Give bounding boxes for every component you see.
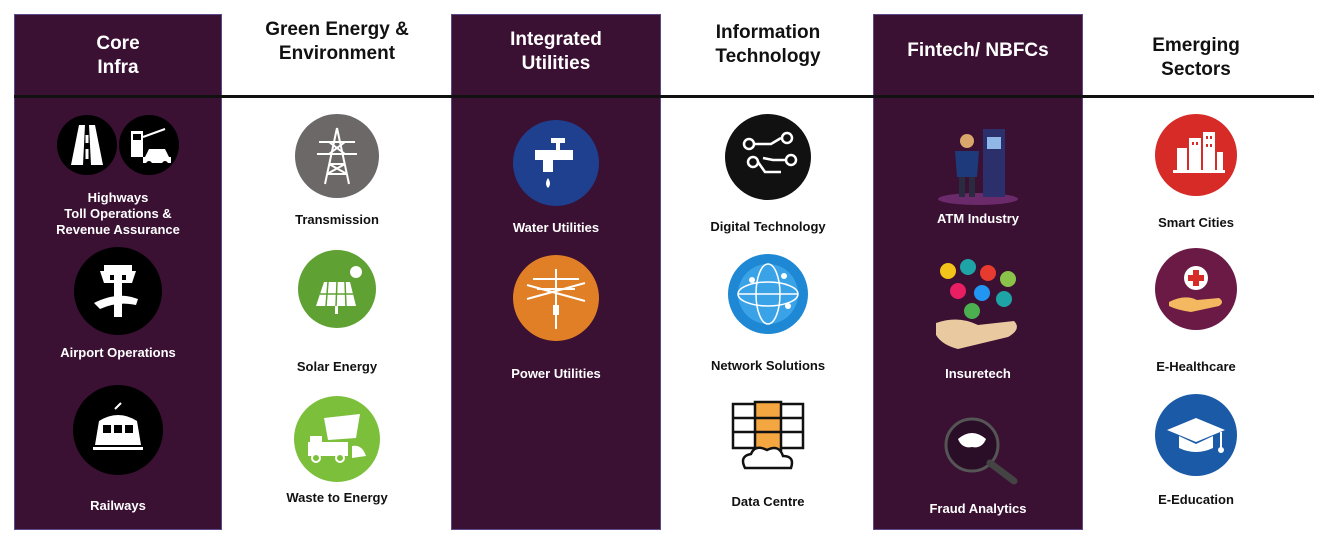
highway-toll-item	[15, 115, 221, 175]
airport-item	[15, 247, 221, 335]
globe-network-icon	[728, 254, 808, 334]
transmission-label: Transmission	[295, 212, 379, 227]
ehealthcare-item	[1090, 248, 1302, 330]
smartcities-label: Smart Cities	[1158, 215, 1234, 230]
transmission-item	[230, 114, 444, 198]
power-pole-icon	[513, 255, 599, 341]
solar-label: Solar Energy	[296, 359, 378, 374]
waste-item	[230, 396, 444, 482]
city-icon	[1155, 114, 1237, 196]
column-header: Integrated Utilities	[510, 29, 602, 74]
insuretech-item	[874, 259, 1082, 355]
server-cloud-icon	[725, 394, 811, 480]
highway-toll-label: Highways Toll Operations & Revenue Assur…	[56, 190, 180, 237]
water-item	[452, 120, 660, 206]
atm-icon	[933, 121, 1023, 207]
network-item	[668, 254, 868, 334]
circuit-icon	[725, 114, 811, 200]
column-header: Core Infra	[96, 33, 140, 78]
highway-icon	[57, 115, 117, 175]
waste-label: Waste to Energy	[286, 490, 388, 505]
atm-item	[874, 121, 1082, 207]
column-information-technology: Information Technology Digital Technolog…	[668, 14, 868, 530]
column-emerging-sectors: Emerging Sectors Smart Cities E-Healthca…	[1090, 14, 1302, 530]
header-divider-line	[14, 95, 1314, 98]
airport-icon	[74, 247, 162, 335]
datacentre-item	[668, 394, 868, 480]
water-tap-icon	[513, 120, 599, 206]
column-header: Emerging Sectors	[1152, 35, 1240, 80]
fraud-item	[874, 415, 1082, 485]
solar-panel-icon	[298, 250, 376, 328]
toll-car-icon	[119, 115, 179, 175]
digital-label: Digital Technology	[710, 219, 826, 234]
column-integrated-utilities: Integrated Utilities Water Utilities Pow…	[451, 14, 661, 530]
smartcities-item	[1090, 114, 1302, 196]
column-header: Green Energy & Environment	[265, 19, 409, 64]
insurance-hand-icon	[928, 259, 1028, 355]
train-icon	[73, 385, 163, 475]
solar-item	[230, 250, 444, 328]
datacentre-label: Data Centre	[731, 494, 805, 509]
column-fintech-nbfcs: Fintech/ NBFCs ATM Industry Insuretech F…	[873, 14, 1083, 530]
water-label: Water Utilities	[512, 220, 600, 235]
railways-item	[15, 385, 221, 475]
power-item	[452, 255, 660, 341]
power-label: Power Utilities	[511, 366, 601, 381]
railways-label: Railways	[90, 498, 146, 513]
airport-label: Airport Operations	[60, 345, 176, 360]
atm-label: ATM Industry	[936, 211, 1020, 226]
magnifier-icon	[928, 415, 1028, 485]
network-label: Network Solutions	[710, 358, 826, 373]
eeducation-label: E-Education	[1158, 492, 1234, 507]
digital-item	[668, 114, 868, 200]
column-header: Information Technology	[715, 22, 821, 67]
column-header: Fintech/ NBFCs	[907, 40, 1049, 61]
graduation-cap-icon	[1155, 394, 1237, 476]
waste-truck-icon	[294, 396, 380, 482]
eeducation-item	[1090, 394, 1302, 476]
fraud-label: Fraud Analytics	[929, 501, 1027, 516]
healthcare-icon	[1155, 248, 1237, 330]
ehealthcare-label: E-Healthcare	[1156, 359, 1236, 374]
insuretech-label: Insuretech	[945, 366, 1011, 381]
column-green-energy: Green Energy & Environment Transmission …	[230, 14, 444, 530]
transmission-tower-icon	[295, 114, 379, 198]
column-core-infra: Core Infra Highways Toll Operations & Re…	[14, 14, 222, 530]
